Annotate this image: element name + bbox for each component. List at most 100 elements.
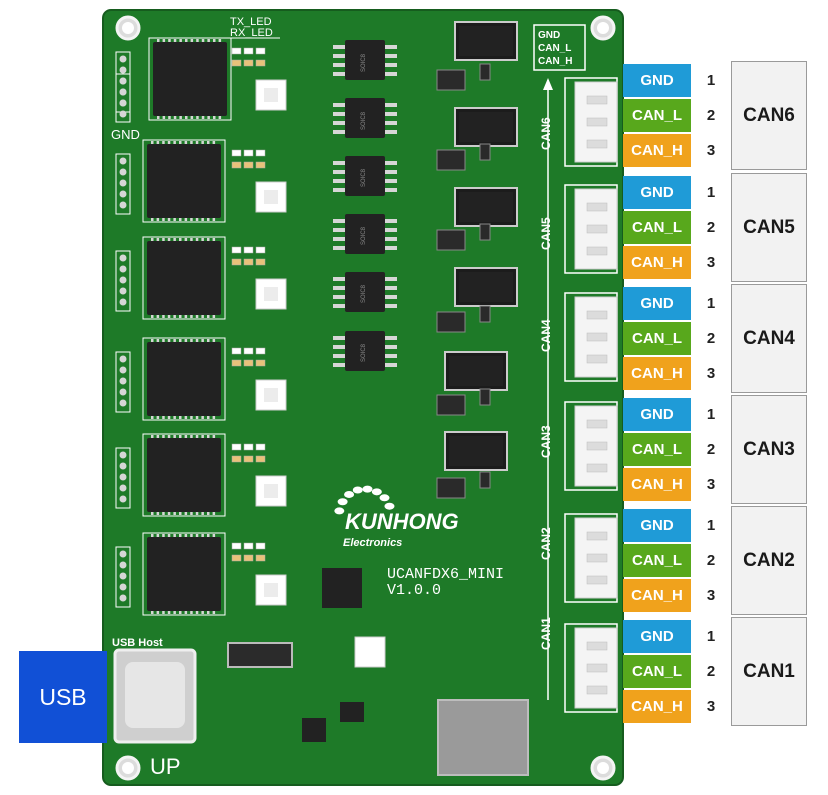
pin-header	[115, 250, 131, 312]
mcu-pin	[207, 238, 210, 241]
passive-component	[231, 47, 242, 55]
mcu-pin	[212, 141, 216, 144]
soic8-pin	[385, 63, 397, 67]
header-pad	[119, 55, 127, 63]
mcu-pin	[162, 116, 166, 119]
mcu-pin	[179, 39, 182, 42]
header-pad	[119, 399, 127, 407]
mcu-pin	[156, 339, 160, 342]
mcu-pin	[201, 611, 204, 614]
soic8-pin	[385, 228, 397, 232]
header-pad	[119, 473, 127, 481]
channel-label-can4: CAN4	[539, 319, 553, 352]
channel-label-can2: CAN2	[539, 527, 553, 560]
pin-header	[115, 153, 131, 215]
header-pad	[119, 168, 127, 176]
mcu-pin	[167, 416, 171, 419]
mcu-chip	[147, 537, 221, 611]
mcu-pin	[184, 339, 188, 342]
header-pad	[119, 594, 127, 602]
mcu-outline	[142, 532, 226, 616]
pinout-group-label: CAN3	[731, 395, 807, 504]
mcu-pin	[167, 534, 171, 537]
soic8-pin	[385, 179, 397, 183]
led-lens	[264, 388, 278, 402]
brand-subtitle: Electronics	[343, 537, 402, 549]
header-pad	[119, 377, 127, 385]
soic8-pin	[385, 54, 397, 58]
led-lens	[264, 190, 278, 204]
mcu-pin	[162, 339, 165, 342]
tvs-diode-body	[459, 112, 513, 142]
mcu-pin	[190, 416, 193, 419]
ic-chip	[322, 568, 362, 608]
passive-component	[231, 258, 242, 266]
passive-component	[243, 347, 254, 355]
mounting-hole-center	[122, 22, 134, 34]
mcu-pin	[207, 315, 210, 318]
mcu-chip	[147, 342, 221, 416]
mcu-pin	[195, 611, 199, 614]
mcu-pin	[207, 611, 210, 614]
mcu-pin	[190, 339, 193, 342]
mcu-pin	[179, 141, 182, 144]
mcu-pin	[190, 116, 194, 119]
mcu-pin	[167, 611, 171, 614]
passive-component	[231, 443, 242, 451]
mcu-pin	[201, 534, 204, 537]
passive-component	[255, 47, 266, 55]
soic8-chip	[345, 214, 385, 254]
passive-component	[255, 258, 266, 266]
passive-component	[255, 455, 266, 463]
mcu-pin	[179, 315, 182, 318]
sot-package	[479, 143, 491, 161]
tvs-diode-body	[449, 436, 503, 466]
soic8-pin	[333, 103, 345, 107]
mcu-pin	[212, 416, 216, 419]
soic8-pin	[333, 161, 345, 165]
mcu-pin	[151, 534, 154, 537]
passive-component	[243, 246, 254, 254]
sot-package	[436, 311, 466, 333]
mcu-pin	[168, 39, 171, 42]
header-pad	[119, 287, 127, 295]
pin-signal-can-h: CAN_H	[623, 690, 691, 723]
mcu-pin	[179, 339, 182, 342]
mcu-pin	[195, 534, 199, 537]
mcu-pin	[190, 435, 193, 438]
header-pad	[119, 462, 127, 470]
soic8-pin	[385, 121, 397, 125]
mcu-pin	[173, 141, 176, 144]
soic8-pin	[333, 304, 345, 308]
soic8-pin	[333, 121, 345, 125]
soic8-chip	[345, 272, 385, 312]
connector-pin	[586, 553, 608, 563]
logo-dot	[379, 494, 390, 502]
tvs-diode-body	[459, 26, 513, 56]
brand-name: KUNHONG	[345, 509, 459, 534]
pinout-group-can3: GND 1 CAN_L 2 CAN_H 3 CAN3	[623, 395, 807, 504]
mcu-pin	[195, 512, 199, 515]
mcu-pin	[156, 512, 160, 515]
mounting-hole-center	[597, 22, 609, 34]
passive-component	[243, 47, 254, 55]
connector-pin	[586, 463, 608, 473]
pin-signal-can-l: CAN_L	[623, 655, 691, 688]
mcu-pin	[156, 238, 160, 241]
logo-dot	[334, 507, 345, 515]
header-pad	[119, 77, 127, 85]
header-pad	[119, 550, 127, 558]
pin-signal-can-l: CAN_L	[623, 544, 691, 577]
pinout-group-label: CAN2	[731, 506, 807, 615]
mcu-pin	[207, 141, 210, 144]
mcu-pin	[167, 218, 171, 221]
connector-pin	[586, 202, 608, 212]
passive-component	[243, 161, 254, 169]
pin-number: 1	[691, 176, 731, 209]
passive-component	[255, 554, 266, 562]
version-label: V1.0.0	[387, 582, 441, 599]
passive-component	[231, 347, 242, 355]
mcu-pin	[196, 116, 199, 119]
mcu-pin	[195, 435, 199, 438]
connector-pin	[586, 663, 608, 673]
